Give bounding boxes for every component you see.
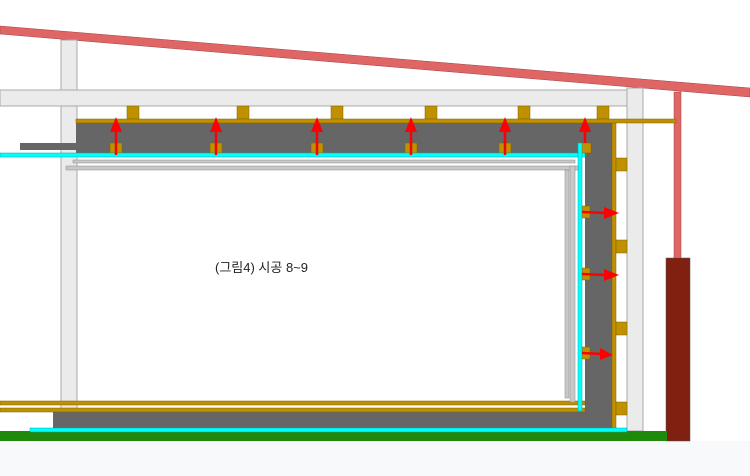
arrow-right-icon xyxy=(581,348,613,360)
arrow-right-icon xyxy=(581,207,619,219)
roof-support-post xyxy=(673,91,682,261)
vapor-membrane-wall xyxy=(577,142,583,412)
force-arrows xyxy=(110,117,619,360)
roof-rafter xyxy=(0,25,750,98)
ceiling-insulation xyxy=(76,123,612,155)
vapor-membrane-floor xyxy=(29,427,628,433)
arrow-up-icon xyxy=(210,117,222,155)
arrow-up-icon xyxy=(499,117,511,155)
ground xyxy=(0,431,667,441)
page-footer-area xyxy=(0,441,750,476)
arrow-up-icon xyxy=(110,117,122,155)
right-frame-post xyxy=(626,87,644,432)
frame-beam xyxy=(0,89,629,107)
arrow-up-icon xyxy=(579,117,591,143)
figure-caption: (그림4) 시공 8~9 xyxy=(215,260,309,275)
interior-boards xyxy=(65,159,579,403)
floor-insulation xyxy=(53,412,612,430)
insulation-overhang xyxy=(20,143,80,150)
arrow-up-icon xyxy=(405,117,417,155)
arrow-up-icon xyxy=(311,117,323,155)
vapor-membrane-ceiling xyxy=(0,152,586,158)
arrow-right-icon xyxy=(581,269,619,281)
foundation-post xyxy=(665,257,691,442)
